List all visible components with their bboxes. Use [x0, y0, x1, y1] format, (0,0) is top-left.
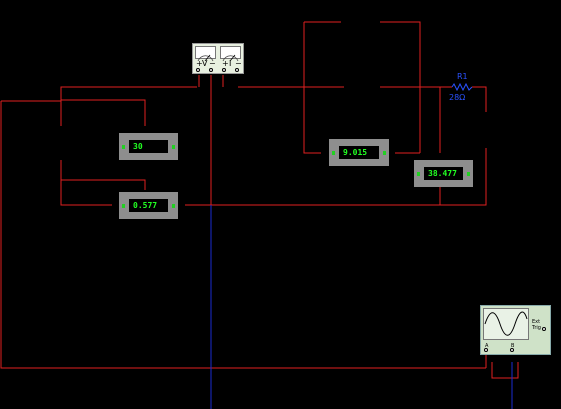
sine-wave-icon	[484, 311, 528, 336]
meter-4-terminal-left	[417, 171, 420, 176]
meter-3[interactable]: 9.015	[329, 139, 389, 166]
ext-trig-terminal[interactable]	[542, 327, 546, 331]
meter-2-screen: 0.577	[129, 199, 168, 212]
current-minus-sign: −	[235, 59, 242, 68]
meter-1-screen: 30	[129, 140, 168, 153]
voltage-plus-sign: +	[196, 59, 203, 68]
wires	[0, 21, 519, 379]
meter-4[interactable]: 38.477	[414, 160, 473, 187]
voltage-minus-sign: −	[209, 59, 216, 68]
ground-wires	[210, 205, 513, 409]
meter-3-value: 9.015	[343, 147, 368, 157]
meter-2-value: 0.577	[133, 200, 158, 210]
meter-4-screen: 38.477	[424, 167, 463, 180]
wattmeter-instrument[interactable]: + V − + I −	[192, 43, 244, 74]
terminal-v-minus[interactable]	[209, 68, 213, 72]
meter-1-value: 30	[133, 141, 143, 151]
current-label: I	[229, 59, 232, 68]
meter-2-terminal-left	[122, 203, 125, 208]
meter-4-terminal-right	[467, 171, 470, 176]
resistor-value-label: 28Ω	[449, 93, 466, 102]
channel-a-label: A	[485, 343, 489, 349]
current-gauge-icon	[220, 46, 241, 62]
resistor-symbol[interactable]	[451, 82, 473, 92]
meter-1-terminal-left	[122, 144, 125, 149]
current-plus-sign: +	[222, 59, 229, 68]
meter-2-terminal-right	[172, 203, 175, 208]
terminal-i-plus[interactable]	[222, 68, 226, 72]
terminal-v-plus[interactable]	[196, 68, 200, 72]
oscilloscope-screen	[483, 308, 529, 340]
ext-trig-label: Ext Trig	[532, 319, 541, 331]
terminal-i-minus[interactable]	[235, 68, 239, 72]
channel-b-label: B	[511, 343, 515, 349]
channel-a-terminal[interactable]	[484, 348, 488, 352]
meter-1-terminal-right	[172, 144, 175, 149]
voltage-gauge-icon	[195, 46, 216, 62]
oscilloscope-instrument[interactable]: Ext Trig A B	[480, 305, 551, 355]
channel-b-terminal[interactable]	[510, 348, 514, 352]
resistor-name-label: R1	[457, 72, 468, 81]
voltage-label: V	[202, 59, 208, 68]
meter-3-terminal-right	[383, 150, 386, 155]
meter-4-value: 38.477	[428, 168, 457, 178]
meter-3-screen: 9.015	[339, 146, 379, 159]
meter-2[interactable]: 0.577	[119, 192, 178, 219]
meter-1[interactable]: 30	[119, 133, 178, 160]
meter-3-terminal-left	[332, 150, 335, 155]
